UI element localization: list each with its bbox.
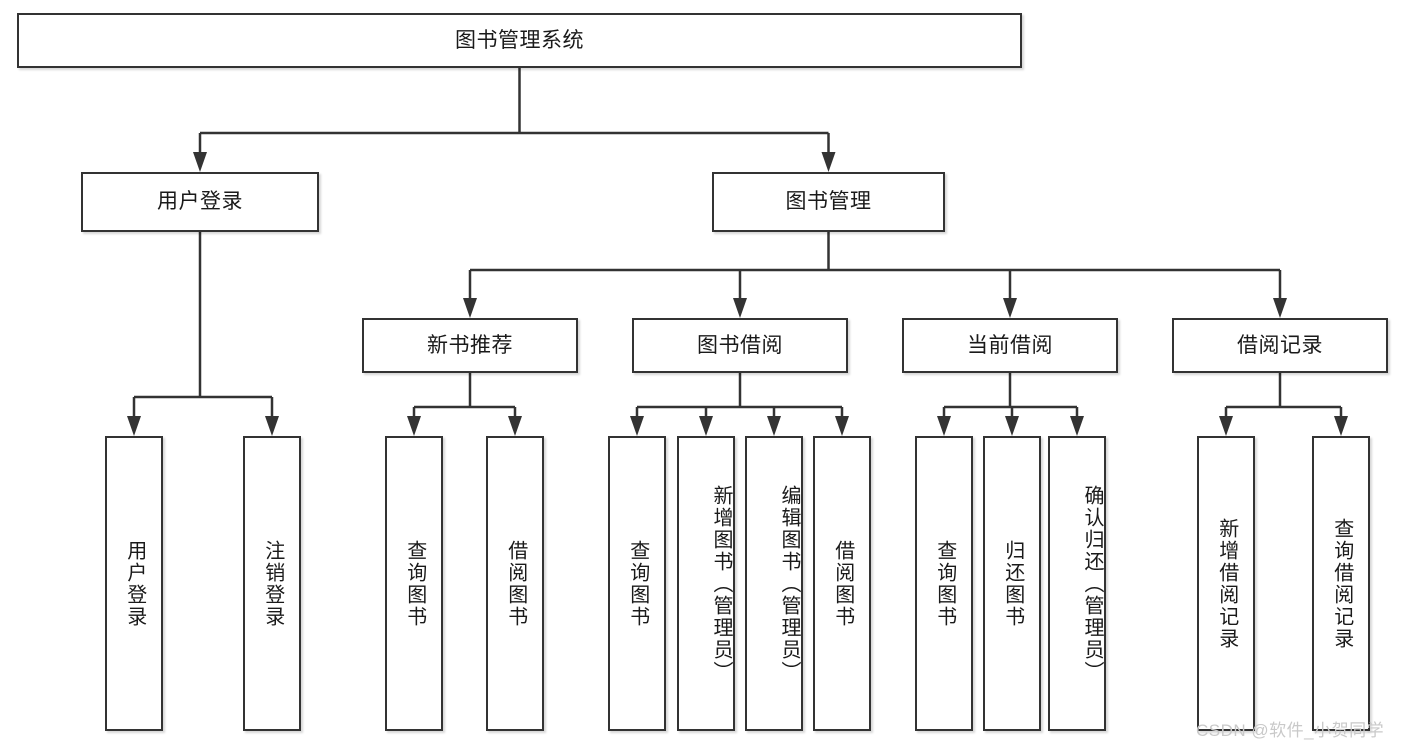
- node-current-borrow[interactable]: 当前借阅: [902, 318, 1118, 373]
- connector-arrowhead: [407, 416, 421, 436]
- node-leaf-edit-book[interactable]: 编辑图书（管理员）: [745, 436, 803, 731]
- node-leaf-query-rec[interactable]: 查询借阅记录: [1312, 436, 1370, 731]
- connector-arrowhead: [1005, 416, 1019, 436]
- connector-arrowhead: [193, 152, 207, 172]
- node-label: 归还图书: [1001, 539, 1024, 628]
- node-label: 图书管理系统: [455, 28, 584, 52]
- node-leaf-add-book[interactable]: 新增图书（管理员）: [677, 436, 735, 731]
- node-label: 用户登录: [123, 539, 146, 628]
- connector-arrowhead: [835, 416, 849, 436]
- connector-arrowhead: [1003, 298, 1017, 318]
- node-leaf-add-rec[interactable]: 新增借阅记录: [1197, 436, 1255, 731]
- node-label: 注销登录: [261, 539, 284, 628]
- node-label: 确认归还（管理员）: [1081, 484, 1103, 683]
- node-leaf-borrow-1[interactable]: 借阅图书: [486, 436, 544, 731]
- node-book-borrow[interactable]: 图书借阅: [632, 318, 848, 373]
- node-label: 用户登录: [157, 190, 243, 214]
- node-borrow-record[interactable]: 借阅记录: [1172, 318, 1388, 373]
- node-new-book-rec[interactable]: 新书推荐: [362, 318, 578, 373]
- connector-arrowhead: [1219, 416, 1233, 436]
- node-root[interactable]: 图书管理系统: [17, 13, 1022, 68]
- node-label: 图书借阅: [697, 333, 783, 357]
- node-label: 图书管理: [785, 190, 872, 214]
- node-label: 查询借阅记录: [1330, 517, 1353, 650]
- node-label: 新增图书（管理员）: [710, 484, 732, 683]
- connector-arrowhead: [630, 416, 644, 436]
- node-label: 查询图书: [403, 539, 426, 628]
- node-user-login[interactable]: 用户登录: [81, 172, 319, 232]
- connector-arrowhead: [508, 416, 522, 436]
- node-leaf-logout[interactable]: 注销登录: [243, 436, 301, 731]
- connector-arrowhead: [1334, 416, 1348, 436]
- connector-arrowhead: [127, 416, 141, 436]
- node-label: 查询图书: [626, 539, 649, 628]
- node-leaf-return[interactable]: 归还图书: [983, 436, 1041, 731]
- connector-arrowhead: [1273, 298, 1287, 318]
- node-book-manage[interactable]: 图书管理: [712, 172, 945, 232]
- connector-arrowhead: [699, 416, 713, 436]
- node-label: 当前借阅: [967, 333, 1053, 357]
- connector-arrowhead: [821, 152, 836, 172]
- node-leaf-query-1[interactable]: 查询图书: [385, 436, 443, 731]
- node-leaf-confirm[interactable]: 确认归还（管理员）: [1048, 436, 1106, 731]
- watermark: CSDN @软件_小贺同学: [1196, 721, 1385, 740]
- node-leaf-query-3[interactable]: 查询图书: [915, 436, 973, 731]
- connector-arrowhead: [733, 298, 747, 318]
- connector-arrowhead: [1070, 416, 1084, 436]
- node-label: 新书推荐: [427, 333, 513, 357]
- node-label: 借阅图书: [831, 539, 854, 628]
- connector-arrowhead: [767, 416, 781, 436]
- connector-arrowhead: [463, 298, 477, 318]
- node-label: 借阅记录: [1237, 333, 1323, 357]
- node-label: 编辑图书（管理员）: [778, 484, 800, 683]
- node-label: 新增借阅记录: [1215, 517, 1238, 650]
- node-leaf-user-login[interactable]: 用户登录: [105, 436, 163, 731]
- connector-arrowhead: [937, 416, 951, 436]
- node-leaf-query-2[interactable]: 查询图书: [608, 436, 666, 731]
- node-leaf-borrow-2[interactable]: 借阅图书: [813, 436, 871, 731]
- connector-arrowhead: [265, 416, 279, 436]
- node-label: 查询图书: [933, 539, 956, 628]
- node-label: 借阅图书: [504, 539, 527, 628]
